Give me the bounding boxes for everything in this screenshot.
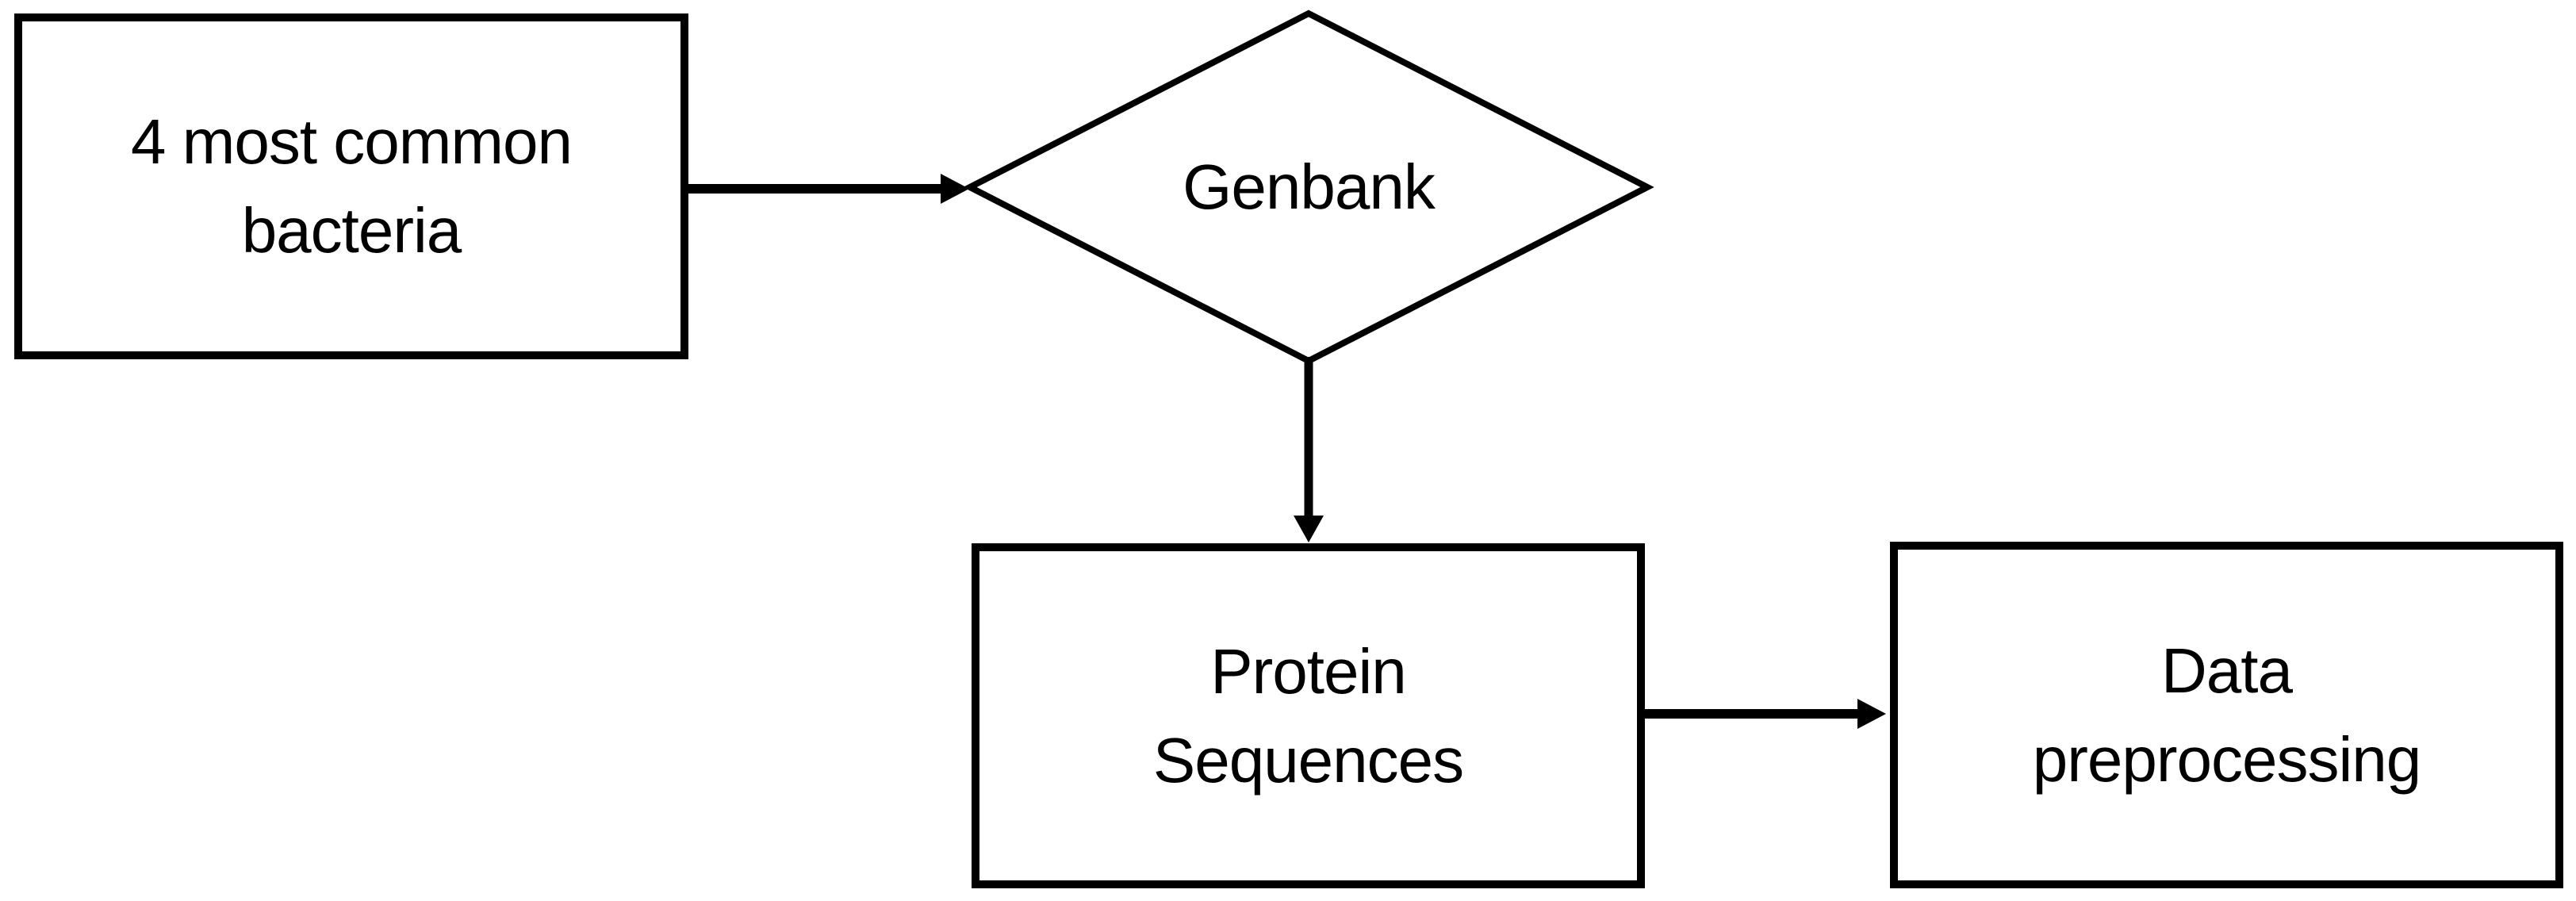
arrow-protein-sequences-to-data-preprocessing <box>1643 699 1886 729</box>
genbank-diamond-shape <box>963 10 1654 365</box>
node-protein-sequences: Protein Sequences <box>972 543 1645 888</box>
node-4-most-common-bacteria: 4 most common bacteria <box>14 13 688 359</box>
node-label-line: 4 most common <box>130 106 573 177</box>
arrow-bacteria-to-genbank <box>687 174 969 204</box>
node-label-line: Protein <box>1210 635 1406 707</box>
node-label-line: bacteria <box>241 195 462 266</box>
node-label-line: Sequences <box>1152 724 1464 796</box>
node-label-line: Data <box>2161 635 2293 706</box>
node-label-line: preprocessing <box>2032 723 2421 795</box>
node-data-preprocessing: Data preprocessing <box>1890 542 2563 888</box>
arrow-genbank-to-protein-sequences <box>1294 357 1324 543</box>
